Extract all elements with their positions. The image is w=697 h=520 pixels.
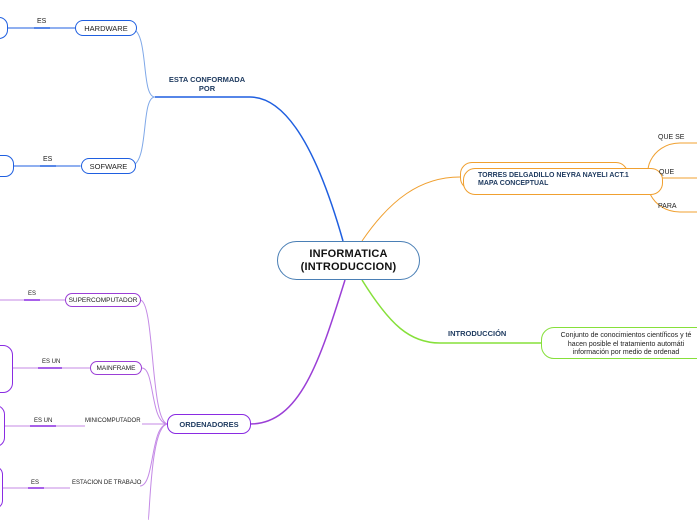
intro-label: INTRODUCCIÓN — [448, 329, 507, 338]
intro-definition-line3: información por medio de ordenad — [572, 349, 680, 356]
link-supercomputador — [139, 299, 169, 425]
software-child-node[interactable] — [0, 155, 14, 177]
question-para: PARA — [658, 203, 677, 210]
software-link-label: ES — [43, 156, 53, 163]
title-card-line2: MAPA CONCEPTUAL — [478, 180, 549, 187]
connector-line2: POR — [198, 84, 216, 93]
link-more — [147, 423, 169, 520]
link-hardware — [75, 27, 156, 98]
link-software — [80, 96, 156, 167]
supercomputador-link-label: ES — [28, 291, 37, 297]
estacion-child-node[interactable] — [0, 466, 3, 509]
link-root-computers — [249, 279, 346, 425]
computers-node[interactable]: ORDENADORES — [167, 414, 251, 434]
minicomputador-node[interactable]: MINICOMPUTADOR — [85, 418, 141, 424]
connector-line1: ESTA CONFORMADA — [168, 75, 246, 84]
root-title-line1: INFORMATICA — [309, 247, 388, 260]
mainframe-node[interactable]: MAINFRAME — [90, 361, 142, 375]
root-node[interactable]: INFORMATICA (INTRODUCCION) — [277, 241, 420, 280]
hardware-link-label: ES — [37, 18, 47, 25]
intro-definition-line1: Conjunto de conocimientos científicos y … — [560, 332, 692, 339]
root-title-line2: (INTRODUCCION) — [300, 260, 397, 273]
intro-definition[interactable]: Conjunto de conocimientos científicos y … — [541, 327, 697, 359]
connector-label: ESTA CONFORMADA POR — [168, 75, 246, 93]
link-estacion — [139, 423, 169, 487]
title-card[interactable]: TORRES DELGADILLO NEYRA NAYELI ACT.1 MAP… — [463, 168, 663, 195]
link-root-intro — [361, 279, 545, 344]
estacion-node[interactable]: ESTACION DE TRABAJO — [72, 480, 142, 486]
question-que-se: QUE SE — [658, 134, 685, 141]
title-card-line1: TORRES DELGADILLO NEYRA NAYELI ACT.1 — [478, 172, 629, 179]
minicomputador-link-label: ES UN — [34, 418, 53, 424]
estacion-link-label: ES — [31, 480, 40, 486]
software-node[interactable]: SOFWARE — [81, 158, 136, 174]
link-mainframe — [141, 367, 169, 425]
link-root-title — [361, 176, 461, 242]
intro-definition-line2: hacen posible el tratamiento automáti — [567, 340, 685, 348]
mainframe-link-label: ES UN — [42, 359, 61, 365]
hardware-node[interactable]: HARDWARE — [75, 20, 137, 36]
question-que: QUE — [659, 169, 675, 176]
minicomputador-child-node[interactable] — [0, 405, 5, 447]
link-root-hardware-branch — [155, 96, 344, 242]
supercomputador-node[interactable]: SUPERCOMPUTADOR — [65, 293, 141, 307]
mainframe-child-node[interactable] — [0, 345, 13, 393]
